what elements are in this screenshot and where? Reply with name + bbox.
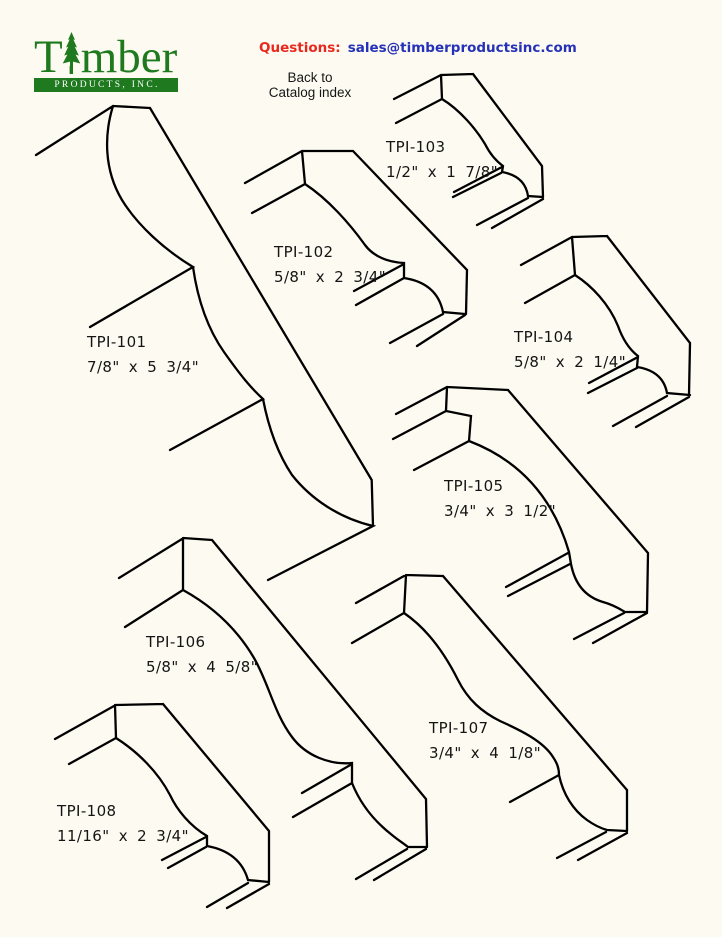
molding-drawing-tpi-101 xyxy=(34,104,377,582)
molding-drawing-tpi-102 xyxy=(243,149,469,348)
brand-banner: PRODUCTS, INC. xyxy=(34,78,178,92)
questions-label: Questions: xyxy=(259,40,341,56)
product-label-tpi-105: TPI-105 3/4" x 3 1/2" xyxy=(444,474,556,524)
molding-drawing-tpi-108 xyxy=(53,702,271,910)
back-to-catalog-link[interactable]: Back to Catalog index xyxy=(252,70,368,100)
product-size: 11/16" x 2 3/4" xyxy=(57,827,189,845)
company-logo[interactable]: T mber PRODUCTS, INC. xyxy=(34,32,199,92)
molding-drawing-tpi-106 xyxy=(117,536,429,882)
product-size: 3/4" x 4 1/8" xyxy=(429,744,542,762)
product-size: 3/4" x 3 1/2" xyxy=(444,502,557,520)
product-size: 7/8" x 5 3/4" xyxy=(87,358,200,376)
molding-drawing-tpi-103 xyxy=(392,72,545,230)
molding-drawing-tpi-105 xyxy=(391,385,650,645)
brand-wordmark: T mber xyxy=(34,31,199,83)
product-size: 5/8" x 2 3/4" xyxy=(274,268,387,286)
product-label-tpi-106: TPI-106 5/8" x 4 5/8" xyxy=(146,630,258,680)
product-code: TPI-103 xyxy=(386,138,446,156)
contact-line: Questions: sales@timberproductsinc.com xyxy=(259,40,577,56)
product-label-tpi-104: TPI-104 5/8" x 2 1/4" xyxy=(514,325,626,375)
product-label-tpi-107: TPI-107 3/4" x 4 1/8" xyxy=(429,716,541,766)
product-label-tpi-103: TPI-103 1/2" x 1 7/8" xyxy=(386,135,498,185)
product-label-tpi-102: TPI-102 5/8" x 2 3/4" xyxy=(274,240,386,290)
product-code: TPI-101 xyxy=(87,333,147,351)
back-link-line1: Back to xyxy=(287,70,333,85)
product-size: 1/2" x 1 7/8" xyxy=(386,163,499,181)
pine-tree-icon xyxy=(62,32,81,82)
product-size: 5/8" x 4 5/8" xyxy=(146,658,259,676)
brand-letter-t: T xyxy=(34,31,63,83)
product-code: TPI-102 xyxy=(274,243,334,261)
product-code: TPI-107 xyxy=(429,719,489,737)
product-code: TPI-106 xyxy=(146,633,206,651)
brand-letters-mber: mber xyxy=(80,31,178,83)
product-code: TPI-105 xyxy=(444,477,504,495)
back-link-line2: Catalog index xyxy=(268,85,352,100)
product-size: 5/8" x 2 1/4" xyxy=(514,353,627,371)
product-code: TPI-108 xyxy=(57,802,117,820)
email-link[interactable]: sales@timberproductsinc.com xyxy=(347,40,577,56)
product-code: TPI-104 xyxy=(514,328,574,346)
molding-drawing-tpi-107 xyxy=(350,573,629,862)
molding-drawing-tpi-104 xyxy=(519,234,692,429)
product-label-tpi-108: TPI-108 11/16" x 2 3/4" xyxy=(57,799,189,849)
product-label-tpi-101: TPI-101 7/8" x 5 3/4" xyxy=(87,330,199,380)
